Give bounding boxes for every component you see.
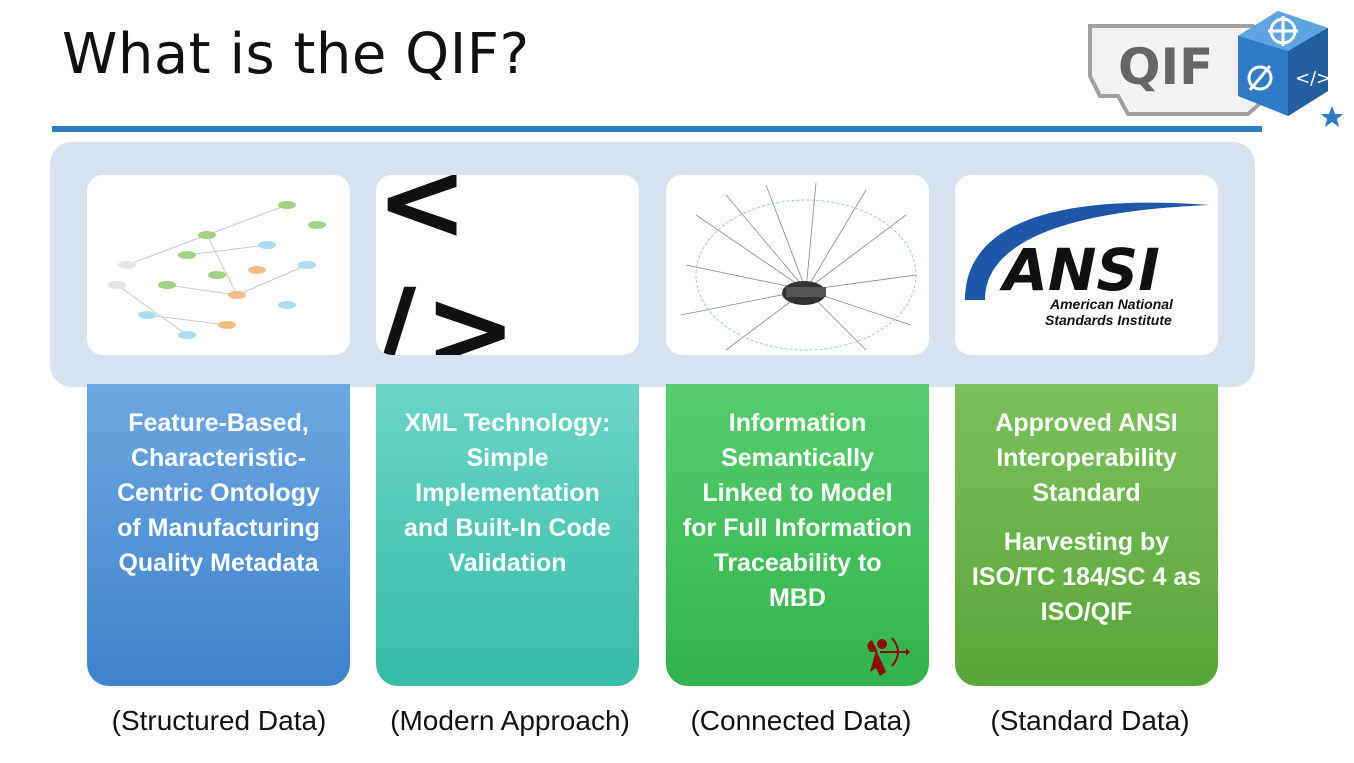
page-title: What is the QIF? — [62, 22, 530, 87]
ansi-logo-image: ANSI American National Standards Institu… — [955, 175, 1218, 355]
caption-structured-data: (Structured Data) — [111, 705, 327, 736]
radial-tree-icon — [680, 182, 917, 351]
caption-standard-data: (Standard Data) — [990, 705, 1190, 736]
xml-code-glyph: < /> — [376, 175, 525, 355]
logo-text: QIF — [1118, 38, 1213, 96]
card-standard-data: Approved ANSI Interoperability Standard … — [955, 384, 1218, 686]
ansi-sub2: Standards Institute — [1045, 312, 1172, 328]
card-text-secondary: Harvesting by ISO/TC 184/SC 4 as ISO/QIF — [971, 528, 1202, 626]
card-modern-approach: XML Technology: Simple Implementation an… — [376, 384, 639, 686]
caption-modern-approach: (Modern Approach) — [390, 705, 630, 736]
network-graph-icon — [108, 201, 326, 339]
xml-code-image: < /> — [376, 175, 639, 355]
svg-text:</>: </> — [1295, 68, 1331, 89]
qif-cube-logo-icon: QIF </> — [1088, 11, 1343, 127]
card-text: Approved ANSI Interoperability Standard — [995, 409, 1178, 507]
radial-tree-image — [666, 175, 929, 355]
ansi-logo-icon: ANSI American National Standards Institu… — [965, 202, 1210, 328]
card-connected-data: Information Semantically Linked to Model… — [666, 384, 929, 686]
card-structured-data: Feature-Based, Characteristic-Centric On… — [87, 384, 350, 686]
card-text: XML Technology: Simple Implementation an… — [404, 409, 611, 577]
caption-connected-data: (Connected Data) — [690, 705, 912, 736]
card-text: Feature-Based, Characteristic-Centric On… — [117, 409, 320, 577]
ansi-brand: ANSI — [999, 236, 1160, 304]
network-graph-image — [87, 175, 350, 355]
title-rule — [52, 126, 1262, 132]
card-text: Information Semantically Linked to Model… — [682, 409, 913, 612]
cupid-icon — [867, 637, 910, 676]
ansi-sub1: American National — [1049, 296, 1174, 312]
